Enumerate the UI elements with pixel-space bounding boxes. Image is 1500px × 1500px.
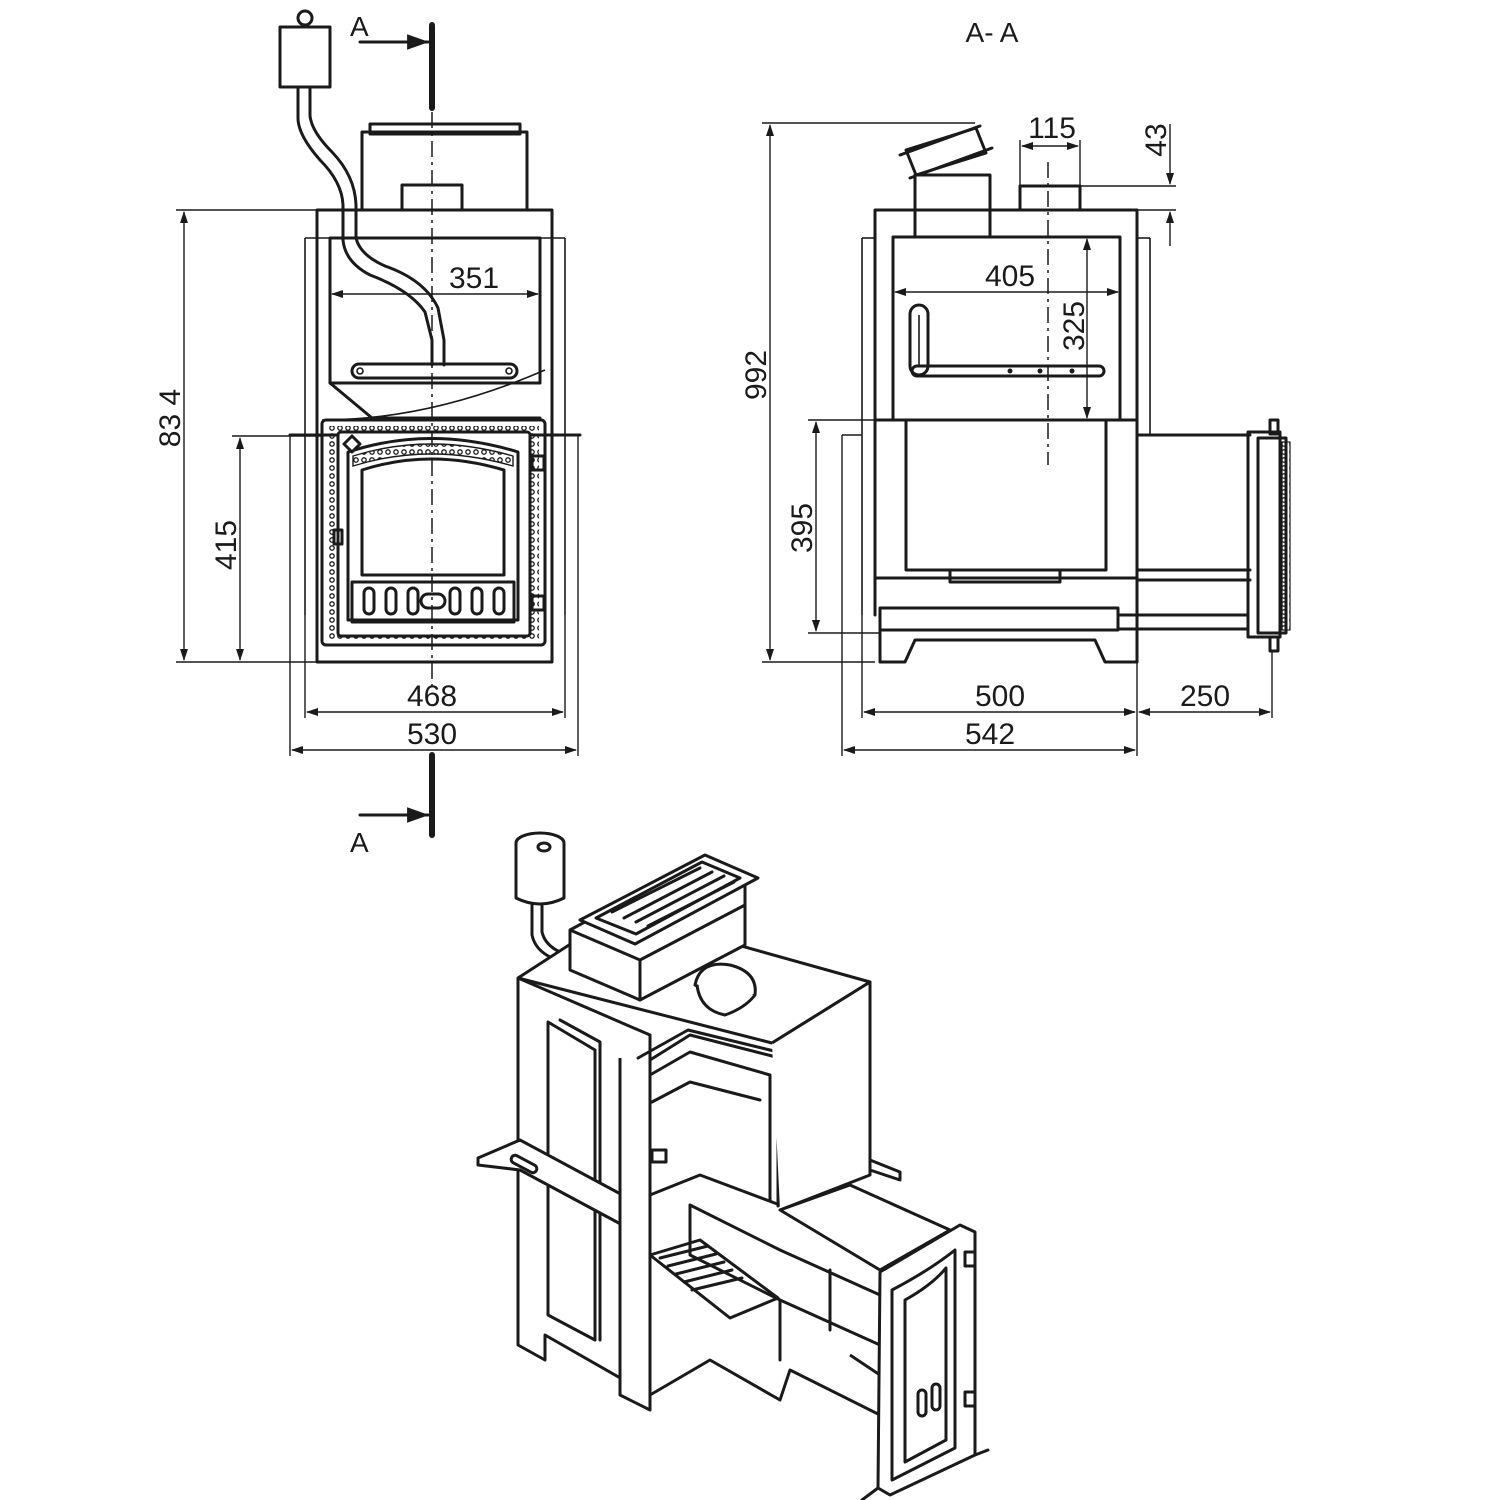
- dim-530-label: 530: [407, 718, 457, 751]
- firebox-door: [320, 418, 547, 647]
- dim-405-label: 405: [985, 260, 1035, 293]
- dim-530: 530: [289, 435, 579, 756]
- dim-325-label: 325: [1058, 301, 1091, 351]
- iso-inner-cutout: [618, 1033, 782, 1412]
- dim-395-label: 395: [786, 503, 819, 553]
- dim-405: 405: [894, 260, 1119, 296]
- dim-250: 250: [1138, 651, 1273, 718]
- isometric-view: [476, 831, 990, 1500]
- dim-115: 115: [1019, 112, 1081, 186]
- dim-395: 395: [786, 419, 906, 634]
- iso-lower-base: [648, 1340, 882, 1417]
- side-top-firebox: [898, 124, 1082, 239]
- heat-chamber: [328, 236, 542, 385]
- side-body-upper: [873, 208, 1139, 422]
- hinge-top: [530, 454, 546, 472]
- dim-43-label: 43: [1140, 123, 1173, 156]
- dim-500: 500: [861, 615, 1138, 756]
- side-door-frame: [1246, 418, 1291, 653]
- dim-468-label: 468: [407, 680, 457, 713]
- iso-grate: [648, 1238, 780, 1320]
- hinge-bottom: [530, 594, 546, 612]
- dim-542-label: 542: [965, 718, 1015, 751]
- section-label-top: A: [350, 11, 369, 42]
- dim-351-label: 351: [449, 262, 499, 295]
- door-glass: [360, 457, 506, 577]
- dim-415: 415: [210, 435, 322, 661]
- dim-468: 468: [304, 615, 566, 718]
- iso-tunnel-door: [860, 1223, 990, 1500]
- air-slots: [362, 586, 506, 616]
- dim-834-label: 83 4: [154, 389, 187, 447]
- side-legs: [878, 628, 1139, 664]
- dim-43: 43: [1080, 123, 1176, 246]
- section-marker-top: A: [350, 11, 435, 111]
- side-firebox: [904, 418, 1108, 572]
- dim-500-label: 500: [975, 680, 1025, 713]
- section-marker-bottom: A: [350, 752, 435, 858]
- dim-325: 325: [1058, 238, 1091, 419]
- dim-992: 992: [740, 122, 975, 663]
- dim-542: 542: [841, 434, 1136, 756]
- side-grate: [878, 606, 1120, 632]
- dim-115-label: 115: [1028, 112, 1076, 145]
- section-label-bottom: A: [350, 827, 369, 858]
- front-view: A A: [154, 9, 582, 858]
- iso-top-firebox: [568, 853, 760, 1002]
- section-title: A- A: [966, 17, 1019, 48]
- dim-992-label: 992: [740, 350, 773, 400]
- stone-basket: [350, 362, 519, 380]
- chamber-bottom: [328, 381, 542, 420]
- dim-250-label: 250: [1180, 680, 1230, 713]
- dim-834: 83 4: [154, 209, 360, 663]
- section-view: A- A: [740, 17, 1291, 756]
- top-firebox-lid: [368, 122, 522, 136]
- dim-351: 351: [331, 262, 539, 298]
- dim-415-label: 415: [210, 520, 243, 570]
